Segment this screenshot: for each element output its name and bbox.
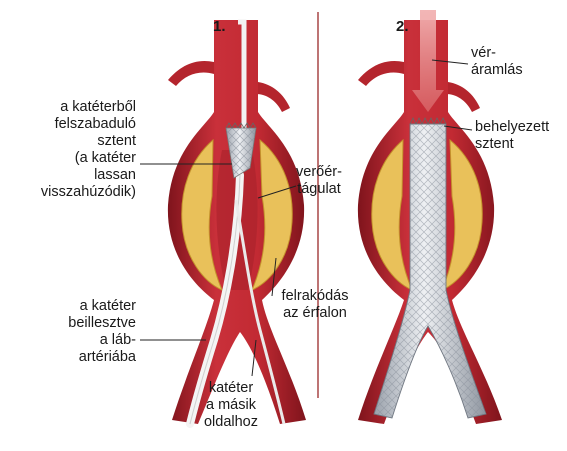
label-placed-stent: behelyezett sztent: [475, 119, 563, 153]
label-released-stent: a katéterből felszabaduló sztent (a katé…: [6, 99, 136, 201]
panel-number-1: 1.: [213, 18, 226, 35]
label-blood-flow: vér- áramlás: [471, 45, 551, 79]
label-aneurysm: verőér- tágulat: [286, 164, 352, 198]
label-catheter-other-side: katéter a másik oldalhoz: [176, 380, 286, 431]
panel-1-artery: [168, 20, 306, 424]
label-catheter-inserted: a katéter beillesztve a láb- artériába: [6, 298, 136, 366]
label-deposit: felrakódás az érfalon: [260, 288, 370, 322]
panel-number-2: 2.: [396, 18, 409, 35]
